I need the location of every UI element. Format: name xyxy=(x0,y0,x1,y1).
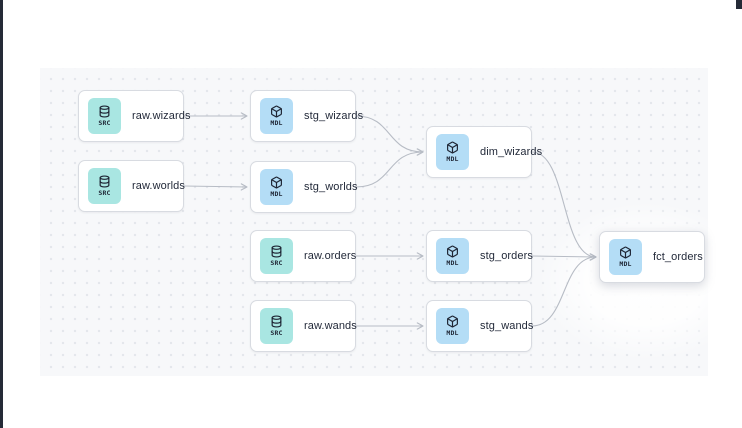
node-label: raw.orders xyxy=(304,250,357,262)
node-label: raw.wands xyxy=(304,320,357,332)
cube-icon xyxy=(270,105,283,118)
database-icon xyxy=(271,245,282,258)
database-icon xyxy=(270,245,283,258)
node-stg_orders[interactable]: MDL stg_orders xyxy=(426,230,533,282)
node-label: raw.worlds xyxy=(132,180,185,192)
node-raw_worlds[interactable]: SRC raw.worlds xyxy=(78,160,185,212)
mdl-badge: MDL xyxy=(260,169,293,205)
cube-icon xyxy=(446,245,459,258)
node-label: stg_orders xyxy=(480,250,533,262)
cube-icon xyxy=(619,246,632,259)
node-fct_orders[interactable]: MDL fct_orders xyxy=(599,231,705,283)
mdl-badge: MDL xyxy=(260,98,293,134)
cube-icon xyxy=(447,141,458,154)
node-label: raw.wizards xyxy=(132,110,191,122)
node-label: stg_worlds xyxy=(304,181,358,193)
cube-icon xyxy=(447,315,458,328)
node-stg_wands[interactable]: MDL stg_wands xyxy=(426,300,534,352)
cube-icon xyxy=(446,315,459,328)
node-raw_wizards[interactable]: SRC raw.wizards xyxy=(78,90,190,142)
database-icon xyxy=(270,315,283,328)
node-label: stg_wizards xyxy=(304,110,364,122)
cube-icon xyxy=(271,176,282,189)
database-icon xyxy=(271,315,282,328)
mdl-badge: MDL xyxy=(436,238,469,274)
src-badge: SRC xyxy=(260,238,293,274)
database-icon xyxy=(99,175,110,188)
cube-icon xyxy=(447,245,458,258)
node-label: dim_wizards xyxy=(480,146,543,158)
node-stg_wizards[interactable]: MDL stg_wizards xyxy=(250,90,363,142)
node-label: stg_wands xyxy=(480,320,534,332)
cube-icon xyxy=(270,176,283,189)
cube-icon xyxy=(271,105,282,118)
node-stg_worlds[interactable]: MDL stg_worlds xyxy=(250,161,358,213)
window-edge-left xyxy=(0,0,3,428)
cube-icon xyxy=(446,141,459,154)
src-badge: SRC xyxy=(88,168,121,204)
cube-icon xyxy=(620,246,631,259)
database-icon xyxy=(98,175,111,188)
database-icon xyxy=(98,105,111,118)
mdl-badge: MDL xyxy=(609,239,642,275)
mdl-badge: MDL xyxy=(436,134,469,170)
database-icon xyxy=(99,105,110,118)
mdl-badge: MDL xyxy=(436,308,469,344)
node-raw_orders[interactable]: SRC raw.orders xyxy=(250,230,356,282)
src-badge: SRC xyxy=(88,98,121,134)
node-label: fct_orders xyxy=(653,251,703,263)
node-dim_wizards[interactable]: MDL dim_wizards xyxy=(426,126,542,178)
node-raw_wands[interactable]: SRC raw.wands xyxy=(250,300,357,352)
window-corner-notch xyxy=(736,0,742,9)
src-badge: SRC xyxy=(260,308,293,344)
